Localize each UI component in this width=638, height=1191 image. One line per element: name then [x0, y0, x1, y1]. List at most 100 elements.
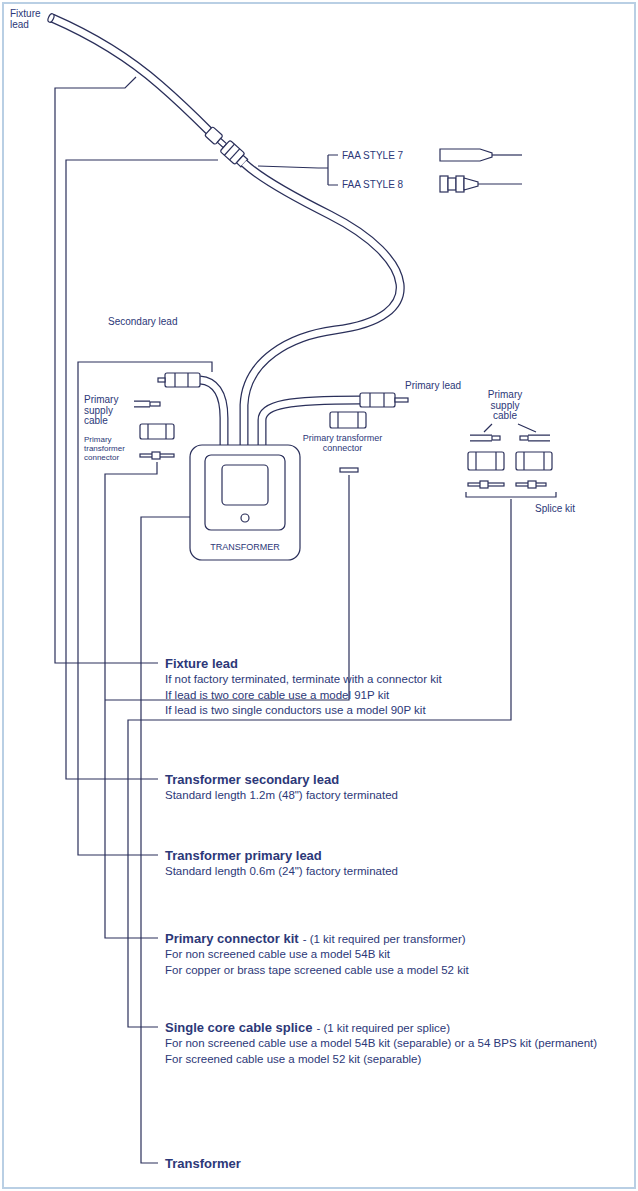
splice-kit-part [523, 452, 524, 470]
primary-lead-left-part [158, 378, 165, 382]
faa-style-8-plug-part [440, 176, 448, 192]
faa-style-8-plug [440, 176, 522, 192]
splice-kit-part [475, 452, 476, 470]
transformer-body-part [205, 455, 285, 530]
part-label: TRANSFORMER [205, 543, 285, 553]
fixture-connector [204, 125, 250, 168]
leader-lines-part [141, 517, 190, 1163]
secondary-lead-cable [244, 163, 400, 445]
splice-kit-part [516, 452, 552, 470]
callout-group: Fixture leadIf not factory terminated, t… [165, 655, 620, 719]
splice-kit-part [528, 436, 550, 441]
secondary-lead-cable-part [244, 163, 400, 445]
callout-text: If not factory terminated, terminate wit… [165, 672, 620, 688]
callout-heading-row: Primary connector kit - (1 kit required p… [165, 930, 620, 947]
faa-style-7-plug-part [440, 149, 492, 161]
splice-kit-part [466, 492, 556, 497]
transformer-body-part [222, 465, 268, 505]
primary-lead-right-part [395, 398, 408, 402]
callout-heading-row: Fixture lead [165, 655, 620, 672]
callout-text: If lead is two single conductors use a m… [165, 703, 620, 719]
callout-text: Standard length 1.2m (48") factory termi… [165, 788, 620, 804]
splice-kit-part [495, 452, 496, 470]
splice-kit-part [528, 481, 536, 488]
callout-heading: Single core cable splice [165, 1020, 312, 1035]
callout-text: For screened cable use a model 52 kit (s… [165, 1052, 620, 1068]
splice-kit-part [470, 435, 492, 442]
primary-transformer-connector-left [140, 424, 174, 459]
callout-text: For non screened cable use a model 54B k… [165, 1036, 620, 1052]
faa-style-7-plug-part [492, 154, 522, 155]
fixture-lead-cable-part [52, 18, 209, 131]
callout-heading: Transformer primary lead [165, 848, 322, 863]
splice-kit [466, 424, 556, 497]
part-label: Primary lead [405, 380, 461, 391]
callout-heading: Transformer secondary lead [165, 772, 339, 787]
primary-transformer-connector-right-part [357, 412, 358, 428]
primary-lead-right-part [369, 393, 370, 407]
leader-lines-part [128, 499, 511, 1027]
leader-lines-part [55, 77, 158, 663]
callout-heading: Fixture lead [165, 656, 238, 671]
callout-heading: Transformer [165, 1156, 241, 1171]
part-label: Primary supply cable [482, 390, 528, 422]
primary-transformer-connector-left-part [152, 452, 160, 459]
primary-transformer-connector-right-part [340, 468, 358, 472]
callout-group: Transformer [165, 1155, 620, 1172]
splice-kit-part [543, 452, 544, 470]
fixture-lead-cable [47, 13, 209, 131]
fixture-lead-cable-part [52, 18, 209, 131]
splice-kit-part [492, 436, 500, 440]
primary-transformer-connector-right-part [337, 412, 338, 428]
callout-heading: Primary connector kit [165, 931, 299, 946]
faa-bracket [258, 155, 338, 185]
callout-text: If lead is two core cable use a model 91… [165, 688, 620, 704]
primary-lead-left-part [165, 373, 200, 387]
primary-lead-left-part [174, 373, 175, 387]
primary-lead-left-part [200, 380, 224, 445]
part-label: FAA STYLE 7 [342, 150, 403, 161]
part-label: Primary supply cable [84, 395, 128, 427]
faa-style-8-plug-part [448, 178, 456, 190]
primary-transformer-connector-left-part [147, 424, 148, 439]
faa-style-8-plug-part [478, 183, 522, 184]
primary-transformer-connector-left-part [140, 424, 174, 439]
callout-group: Primary connector kit - (1 kit required p… [165, 930, 620, 978]
faa-style-8-plug-part [456, 176, 464, 192]
primary-transformer-connector-right-part [330, 412, 366, 428]
transformer-body-part [241, 514, 249, 522]
transformer-body [190, 445, 300, 560]
callout-heading-row: Single core cable splice - (1 kit require… [165, 1019, 620, 1036]
splice-kit-part [470, 436, 492, 441]
fixture-lead-cable-part [47, 13, 55, 23]
callout-group: Single core cable splice - (1 kit require… [165, 1019, 620, 1067]
primary-lead-right-part [383, 393, 384, 407]
callout-heading-row: Transformer secondary lead [165, 771, 620, 788]
callout-group: Transformer secondary leadStandard lengt… [165, 771, 620, 804]
callout-note: - (1 kit required per transformer) [303, 933, 466, 945]
callout-heading-row: Transformer [165, 1155, 620, 1172]
primary-supply-cable-left-part [150, 402, 160, 406]
callout-note: - (1 kit required per splice) [316, 1022, 450, 1034]
primary-supply-cable-left-part [134, 401, 150, 408]
splice-kit-part [520, 436, 528, 440]
leader-lines-part [66, 160, 218, 779]
frame [3, 3, 635, 1188]
part-label: FAA STYLE 8 [342, 179, 403, 190]
primary-transformer-connector-left-part [165, 424, 166, 439]
callout-group: Transformer primary leadStandard length … [165, 847, 620, 880]
splice-kit-part [484, 424, 536, 432]
splice-kit-part [468, 452, 504, 470]
callout-heading-row: Transformer primary lead [165, 847, 620, 864]
callout-text: Standard length 0.6m (24") factory termi… [165, 864, 620, 880]
splice-kit-part [480, 481, 488, 488]
part-label: Secondary lead [108, 316, 178, 327]
splice-kit-part [528, 435, 550, 442]
transformer-body-part [190, 445, 300, 560]
leader-lines [55, 77, 511, 1163]
part-label: Fixture lead [10, 8, 50, 30]
primary-supply-cable-left-part [134, 402, 150, 407]
fixture-connector-part [230, 149, 240, 160]
